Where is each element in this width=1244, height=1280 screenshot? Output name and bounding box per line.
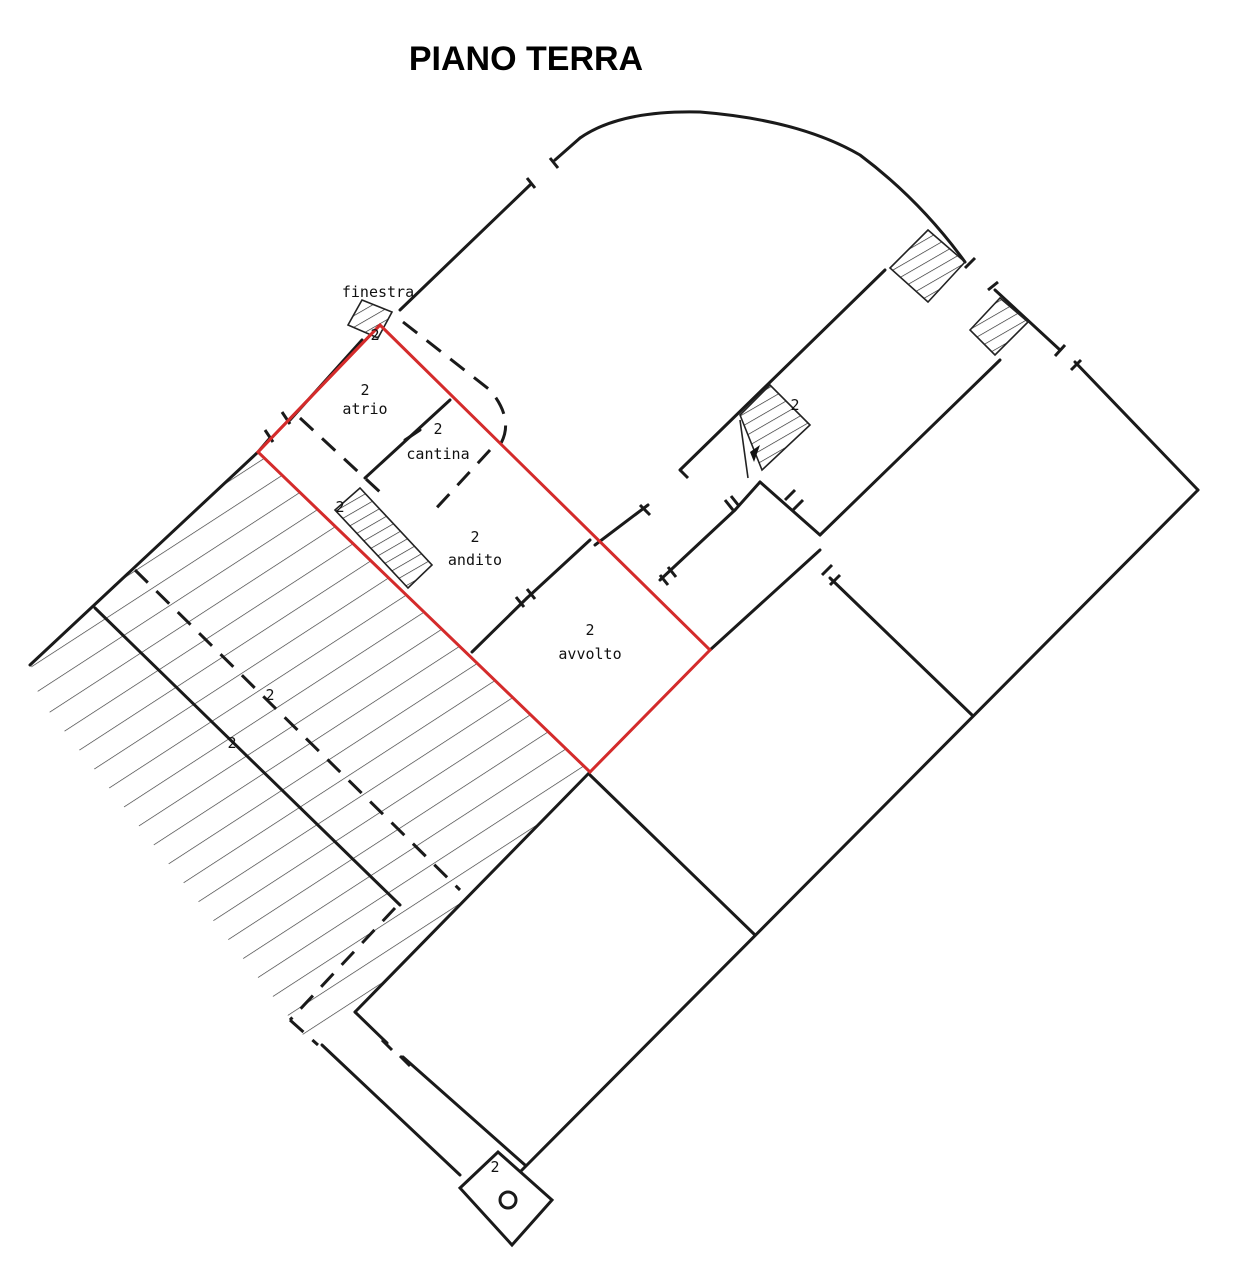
plan-title: PIANO TERRA [408, 40, 644, 78]
room-number-atrio: 2 [360, 381, 369, 399]
window-label: finestra [342, 283, 414, 301]
room-number-avvolto: 2 [585, 621, 594, 639]
wall-openings [263, 157, 1083, 1068]
annotations: finestra 2 2 2 2 2 2 [227, 283, 799, 1176]
room-label-cantina: cantina [406, 445, 469, 463]
mark-2: 2 [335, 498, 344, 516]
pillar-blocks [333, 228, 1030, 590]
hatch-inner-lines [93, 606, 402, 907]
mark-6: 2 [490, 1158, 499, 1176]
mark-1: 2 [370, 326, 379, 344]
room-label-atrio: atrio [342, 400, 387, 418]
well-symbol [457, 1149, 555, 1248]
room-number-andito: 2 [470, 528, 479, 546]
mark-4: 2 [227, 734, 236, 752]
highlighted-unit [255, 322, 713, 775]
room-number-cantina: 2 [433, 420, 442, 438]
hatched-area [30, 452, 590, 1050]
room-label-avvolto: avvolto [558, 645, 621, 663]
interior-walls [363, 268, 1002, 937]
dashed-lines [133, 320, 508, 1047]
mark-5: 2 [790, 396, 799, 414]
room-labels: 2 atrio 2 cantina 2 andito 2 avvolto [342, 381, 621, 663]
mark-3: 2 [265, 686, 274, 704]
room-label-andito: andito [448, 551, 502, 569]
